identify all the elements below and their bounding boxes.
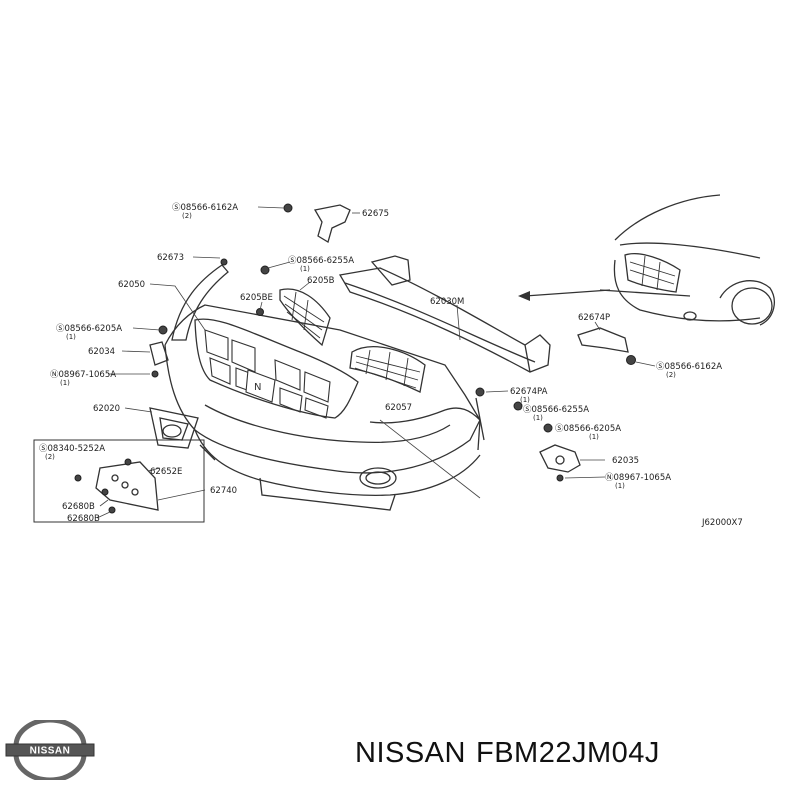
callout-08967-1065a-left: Ⓝ08967-1065A — [50, 370, 116, 380]
bumper-reinforcement — [338, 255, 551, 373]
logo-text: NISSAN — [30, 746, 71, 757]
part-caption: NISSAN FBM22JM04J — [355, 737, 670, 770]
callout-62020: 62020 — [93, 404, 120, 414]
callout-62034: 62034 — [88, 347, 115, 357]
callout-62050: 62050 — [118, 280, 145, 290]
callout-qty: (2) — [182, 212, 192, 220]
callout-08566-6205a-left: Ⓢ08566-6205A — [56, 324, 122, 334]
upper-grille-part — [279, 288, 331, 347]
callout-08566-6255a-top: Ⓢ08566-6255A — [288, 256, 354, 266]
fasteners — [149, 258, 636, 482]
callout-08566-6255a-right: Ⓢ08566-6255A — [523, 405, 589, 415]
callout-qty: (1) — [300, 265, 310, 273]
part-number: FBM22JM04J — [475, 737, 660, 769]
callout-62057: 62057 — [385, 403, 412, 413]
bracket-62675 — [283, 203, 351, 243]
callout-62680b-lower: 62680B — [67, 514, 100, 524]
brand-name: NISSAN — [355, 737, 466, 769]
callout-08967-1065a-right: Ⓝ08967-1065A — [605, 473, 671, 483]
leader-lines — [96, 206, 656, 519]
callout-08340-5252a: Ⓢ08340-5252A — [39, 444, 105, 454]
vehicle-location-view — [599, 194, 775, 326]
bracket-62674p — [577, 327, 629, 353]
emblem-62020 — [149, 407, 199, 449]
callout-qty: (1) — [533, 414, 543, 422]
callout-62740: 62740 — [210, 486, 237, 496]
callout-qty: (1) — [520, 396, 530, 404]
direction-arrow — [518, 289, 611, 301]
parts-diagram: N — [33, 194, 775, 528]
callout-6205be: 6205BE — [240, 293, 273, 303]
callout-62674pa: 62674PA — [510, 387, 548, 397]
front-bumper-fascia: N — [164, 264, 481, 511]
callout-qty: (2) — [45, 453, 55, 461]
callout-labels: Ⓢ08566-6162A (2) 62675 62673 Ⓢ08566-6255… — [39, 203, 743, 528]
side-grille-part — [349, 346, 426, 393]
diagram-code: J62000X7 — [701, 518, 743, 528]
callout-6205b: 6205B — [307, 276, 335, 286]
callout-08566-6162a-top: Ⓢ08566-6162A — [172, 203, 238, 213]
callout-62680b-upper: 62680B — [62, 502, 95, 512]
nissan-logo: NISSAN — [5, 720, 95, 780]
callout-qty: (2) — [666, 371, 676, 379]
callout-62030m: 62030M — [430, 297, 464, 307]
callout-62675: 62675 — [362, 209, 389, 219]
callout-08566-6162a-right: Ⓢ08566-6162A — [656, 362, 722, 372]
callout-qty: (1) — [60, 379, 70, 387]
callout-08566-6205a-right: Ⓢ08566-6205A — [555, 424, 621, 434]
callout-qty: (1) — [615, 482, 625, 490]
callout-62652e: 62652E — [150, 467, 182, 477]
callout-qty: (1) — [66, 333, 76, 341]
callout-qty: (1) — [589, 433, 599, 441]
callout-62673: 62673 — [157, 253, 184, 263]
bracket-62035 — [539, 444, 581, 473]
callout-62035: 62035 — [612, 456, 639, 466]
license-bracket — [33, 439, 205, 523]
svg-text:N: N — [254, 382, 261, 393]
callout-62674p: 62674P — [578, 313, 610, 323]
